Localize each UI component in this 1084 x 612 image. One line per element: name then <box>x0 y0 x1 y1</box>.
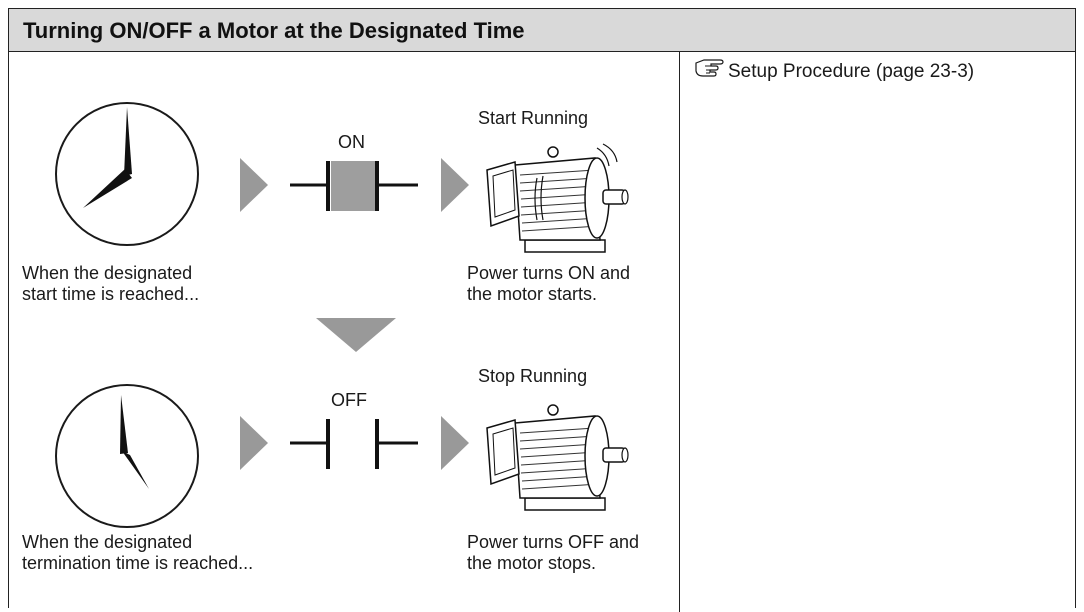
setup-procedure-link[interactable]: Setup Procedure (page 23-3) <box>694 59 975 83</box>
arrow-right-icon <box>441 158 469 212</box>
start-condition-text: When the designated start time is reache… <box>22 263 200 304</box>
arrow-right-icon <box>240 416 268 470</box>
stop-result-text: Power turns OFF and the motor stops. <box>467 532 640 573</box>
switch-open-icon <box>290 419 418 469</box>
motor-stopped-icon <box>486 404 629 511</box>
switch-off-label: OFF <box>331 390 367 410</box>
setup-procedure-text: Setup Procedure (page 23-3) <box>728 61 975 82</box>
stop-running-label: Stop Running <box>478 366 588 386</box>
pointing-hand-icon <box>695 59 724 77</box>
arrow-right-icon <box>240 158 268 212</box>
motor-running-icon <box>486 143 629 253</box>
stop-condition-text: When the designated termination time is … <box>22 532 254 573</box>
clock-stop-icon <box>55 384 199 528</box>
start-running-label: Start Running <box>478 108 589 128</box>
switch-closed-icon <box>290 161 418 211</box>
switch-on-label: ON <box>338 132 365 152</box>
column-divider <box>679 52 680 612</box>
arrow-right-icon <box>441 416 469 470</box>
document-panel: Turning ON/OFF a Motor at the Designated… <box>8 8 1076 612</box>
arrow-down-icon <box>316 318 396 352</box>
page-title: Turning ON/OFF a Motor at the Designated… <box>23 18 525 43</box>
clock-start-icon <box>55 102 199 246</box>
title-bar: Turning ON/OFF a Motor at the Designated… <box>9 9 1075 52</box>
start-result-text: Power turns ON and the motor starts. <box>467 263 631 304</box>
